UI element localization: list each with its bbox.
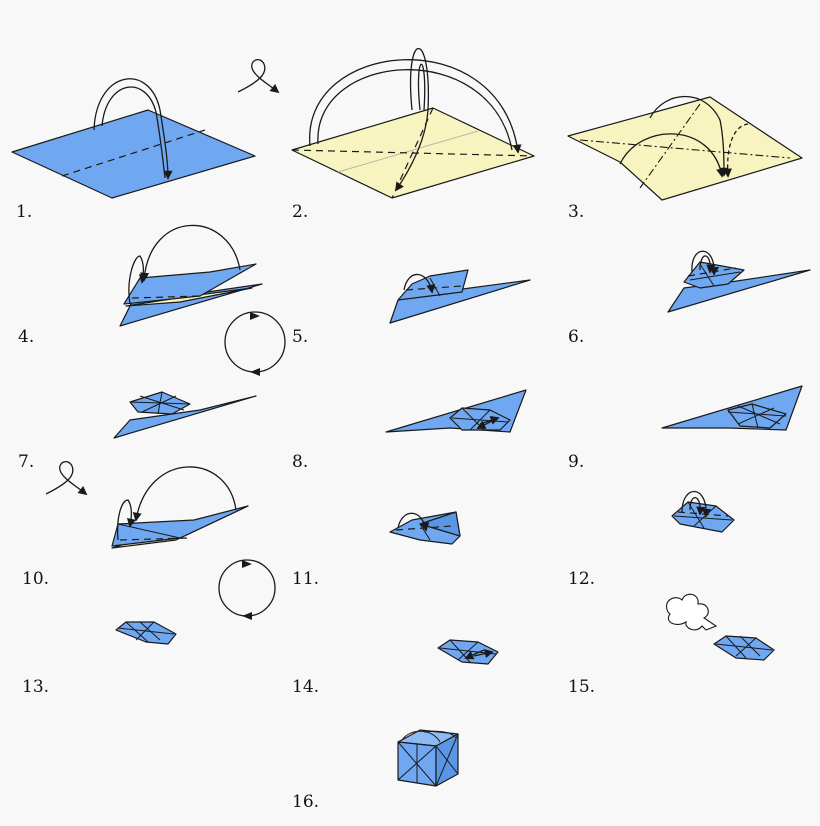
- step-label: 12.: [568, 569, 595, 589]
- step-6: 6.: [568, 250, 811, 347]
- crease-line: [737, 407, 775, 425]
- crease-line: [141, 395, 177, 413]
- step-label: 14.: [292, 677, 319, 697]
- step-13: 13.: [22, 621, 177, 697]
- crease-line: [689, 271, 741, 281]
- fold-arrow-icon: [649, 96, 729, 177]
- fold-arrow-icon: [681, 490, 711, 518]
- crease-line: [125, 621, 149, 643]
- triangle-base: [661, 385, 803, 431]
- fold-arrow-icon: [128, 255, 148, 305]
- crease-line: [401, 730, 441, 743]
- tuck-arrow-icon: [479, 415, 500, 425]
- step-label: 7.: [18, 452, 34, 472]
- step-label: 15.: [568, 677, 595, 697]
- step-label: 3.: [568, 202, 584, 222]
- step-label: 8.: [292, 452, 308, 472]
- step-label: 6.: [568, 327, 584, 347]
- crease-line: [715, 643, 773, 651]
- step-11: 11.: [292, 511, 461, 589]
- step-1: 1.: [11, 78, 256, 222]
- step-9: 9.: [568, 385, 803, 472]
- fold-arrow-icon: [140, 224, 241, 282]
- step-5: 5.: [292, 269, 531, 347]
- top-flap: [123, 263, 257, 305]
- paper-square: [567, 96, 803, 201]
- step-16: 16.: [292, 729, 459, 812]
- fold-arrow-icon: [699, 255, 716, 274]
- mountain-fold-line: [639, 103, 701, 189]
- crease-line: [725, 635, 747, 659]
- rotate-icon: [224, 311, 286, 376]
- paper-square: [11, 109, 256, 199]
- inflate-icon: [666, 593, 718, 631]
- step-14: 14.: [292, 639, 499, 697]
- crease-line: [337, 130, 479, 173]
- step-2: 2.: [291, 47, 535, 222]
- fold-arrow-icon: [689, 497, 706, 516]
- step-3: 3.: [567, 96, 803, 222]
- fold-arrow-icon: [619, 133, 726, 178]
- fold-arrow-icon: [317, 69, 513, 151]
- step-label: 11.: [292, 569, 319, 589]
- step-label: 16.: [292, 792, 319, 812]
- mountain-fold-line: [579, 139, 791, 159]
- step-label: 1.: [16, 202, 32, 222]
- valley-fold-line: [61, 129, 206, 177]
- top-flap: [419, 511, 461, 537]
- step-7: 7.: [18, 391, 257, 472]
- crease-line: [435, 733, 459, 787]
- crease-line: [135, 621, 155, 641]
- step-label: 2.: [292, 202, 308, 222]
- fold-arrow-icon: [309, 59, 522, 154]
- crease-line: [735, 637, 757, 657]
- crease-line: [739, 635, 761, 657]
- step-8: 8.: [292, 389, 527, 472]
- crease-line: [699, 263, 715, 287]
- turn-over-icon: [237, 58, 280, 94]
- step-12: 12.: [568, 490, 735, 589]
- step-label: 10.: [22, 569, 49, 589]
- crease-line: [139, 621, 161, 641]
- crease-line: [469, 409, 491, 431]
- fold-arrow-icon: [397, 512, 430, 532]
- fold-arrow-icon: [403, 273, 436, 294]
- fold-arrow-icon: [132, 466, 237, 522]
- step-label: 13.: [22, 677, 49, 697]
- turn-over-icon: [45, 460, 88, 496]
- step-15: 15.: [568, 593, 775, 697]
- fold-arrow-icon: [417, 63, 426, 111]
- rotate-icon: [218, 559, 276, 620]
- step-label: 9.: [568, 452, 584, 472]
- fold-arrow-icon: [116, 499, 136, 541]
- crease-line: [423, 730, 457, 739]
- triangle-base: [113, 395, 257, 439]
- step-4: 4.: [18, 224, 263, 347]
- step-label: 4.: [18, 327, 34, 347]
- step-label: 5.: [292, 327, 308, 347]
- fold-arrow-icon: [394, 47, 430, 192]
- tuck-arrow-icon: [473, 649, 494, 659]
- fold-arrow-icon: [101, 86, 166, 179]
- tuck-arrow-icon: [464, 649, 485, 660]
- crease-line: [117, 627, 175, 635]
- fold-arrow-icon: [93, 78, 173, 180]
- step-10: 10.: [22, 466, 249, 589]
